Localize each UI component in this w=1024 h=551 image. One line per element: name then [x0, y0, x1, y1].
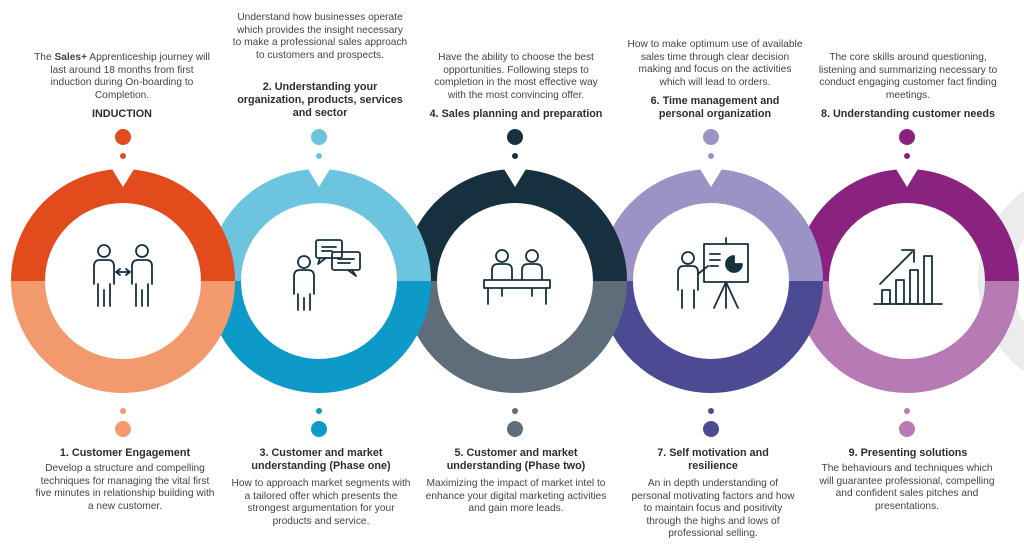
ring-2-pointer: [308, 169, 330, 187]
ring-3-bottom-small-dot: [512, 408, 518, 414]
induction-title: INDUCTION: [92, 108, 152, 120]
ring-4-bottom-dot: [703, 421, 719, 437]
step-9-description: The behaviours and techniques which will…: [819, 463, 995, 512]
ring-1-top-dot: [115, 129, 131, 145]
ring-5-bottom: [795, 281, 1019, 393]
ring-4-top-small-dot: [708, 153, 714, 159]
step-2-title: 2. Understanding your organization, prod…: [237, 81, 403, 119]
ring-4-bottom: [599, 281, 823, 393]
ring-2-bottom: [207, 281, 431, 393]
step-4-description: Have the ability to choose the best oppo…: [434, 52, 598, 101]
person-speech-bubbles-icon: [293, 239, 361, 311]
ring-3-top-small-dot: [512, 153, 518, 159]
step-5-description: Maximizing the impact of market intel to…: [425, 478, 607, 515]
step-2-description: Understand how businesses operate which …: [232, 12, 408, 61]
two-people-exchange-icon: [93, 244, 153, 307]
ring-4-bottom-small-dot: [708, 408, 714, 414]
ring-3-bottom: [403, 281, 627, 393]
two-people-at-desk-icon: [483, 249, 551, 305]
ring-2-bottom-small-dot: [316, 408, 322, 414]
step-5-title: 5. Customer and market understanding (Ph…: [446, 447, 586, 472]
ring-5-bottom-small-dot: [904, 408, 910, 414]
ring-4-top-dot: [703, 129, 719, 145]
ring-3-top-dot: [507, 129, 523, 145]
rising-bar-chart-icon: [873, 249, 943, 305]
ring-2-top-small-dot: [316, 153, 322, 159]
ring-3-bottom-dot: [507, 421, 523, 437]
step-4-title: 4. Sales planning and preparation: [429, 108, 603, 120]
ring-3-pointer: [504, 169, 526, 187]
step-8-title: 8. Understanding customer needs: [820, 108, 995, 120]
ring-2-top-dot: [311, 129, 327, 145]
presenter-easel-icon: [677, 237, 749, 309]
step-8-description: The core skills around questioning, list…: [818, 52, 998, 101]
step-7-description: An in depth understanding of personal mo…: [631, 478, 795, 540]
ring-4-pointer: [700, 169, 722, 187]
step-6-title: 6. Time management and personal organiza…: [650, 95, 780, 120]
ring-1-pointer: [112, 169, 134, 187]
ring-5-bottom-dot: [899, 421, 915, 437]
ring-1-bottom-dot: [115, 421, 131, 437]
ring-5-top-small-dot: [904, 153, 910, 159]
step-1-description: Develop a structure and compelling techn…: [35, 463, 215, 512]
ring-5-top-dot: [899, 129, 915, 145]
step-1-title: 1. Customer Engagement: [59, 447, 191, 459]
step-6-description: How to make optimum use of available sal…: [627, 39, 803, 88]
ring-2-bottom-dot: [311, 421, 327, 437]
ring-5-pointer: [896, 169, 918, 187]
step-9-title: 9. Presenting solutions: [848, 447, 968, 459]
ring-1-bottom-small-dot: [120, 408, 126, 414]
induction-description: The Sales+ Apprenticeship journey will l…: [34, 52, 210, 101]
step-3-description: How to approach market segments with a t…: [231, 478, 411, 527]
ring-1-bottom: [11, 281, 235, 393]
ring-1-top-small-dot: [120, 153, 126, 159]
step-3-title: 3. Customer and market understanding (Ph…: [251, 447, 391, 472]
step-7-title: 7. Self motivation and resilience: [657, 447, 769, 472]
